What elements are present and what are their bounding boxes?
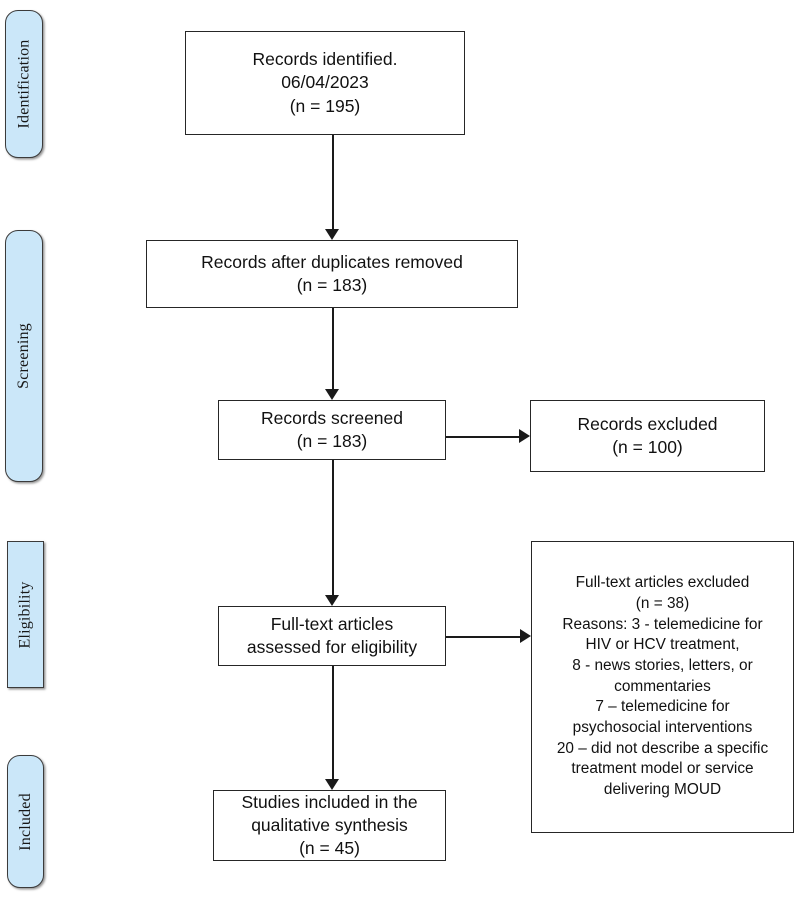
box-studies-included-text: Studies included in the qualitative synt… <box>241 791 418 859</box>
stage-label-screening: Screening <box>5 230 43 482</box>
box-records-identified: Records identified. 06/04/2023 (n = 195) <box>185 31 465 135</box>
box-fulltext-excluded-text: Full-text articles excluded (n = 38) Rea… <box>556 574 769 798</box>
arrowhead-screened-to-excluded <box>519 428 530 443</box>
box-fulltext-assessed-text: Full-text articles assessed for eligibil… <box>246 613 418 657</box>
stage-label-included-text: Included <box>16 792 34 851</box>
arrowhead-assessed-to-included <box>324 779 339 790</box>
box-records-after-duplicates-text: Records after duplicates removed (n = 18… <box>201 251 463 295</box>
box-records-after-duplicates: Records after duplicates removed (n = 18… <box>146 240 518 308</box>
stage-label-screening-text: Screening <box>15 323 32 389</box>
box-records-identified-text: Records identified. 06/04/2023 (n = 195) <box>252 49 398 116</box>
box-records-excluded-text: Records excluded (n = 100) <box>577 413 718 457</box>
connector-assessed-to-fulltext-excluded <box>446 636 520 638</box>
stage-label-identification: Identification <box>5 10 43 158</box>
stage-label-eligibility-text: Eligibility <box>16 580 34 649</box>
box-studies-included: Studies included in the qualitative synt… <box>213 790 446 861</box>
connector-screened-to-assessed <box>332 460 334 595</box>
arrowhead-duplicates-to-screened <box>324 389 339 400</box>
connector-assessed-to-included <box>332 666 334 779</box>
box-records-excluded: Records excluded (n = 100) <box>530 400 765 472</box>
arrowhead-assessed-to-fulltext-excluded <box>520 628 531 643</box>
arrowhead-identified-to-duplicates <box>324 229 339 240</box>
stage-label-eligibility: Eligibility <box>7 541 44 688</box>
box-records-screened-text: Records screened (n = 183) <box>260 407 404 451</box>
connector-duplicates-to-screened <box>332 308 334 389</box>
box-records-screened: Records screened (n = 183) <box>218 400 446 460</box>
connector-identified-to-duplicates <box>332 135 334 230</box>
arrowhead-screened-to-assessed <box>324 595 339 606</box>
box-fulltext-excluded: Full-text articles excluded (n = 38) Rea… <box>531 541 794 833</box>
connector-screened-to-excluded <box>446 436 519 438</box>
stage-label-included: Included <box>7 755 44 888</box>
stage-label-identification-text: Identification <box>15 39 32 129</box>
box-fulltext-assessed: Full-text articles assessed for eligibil… <box>218 606 446 666</box>
